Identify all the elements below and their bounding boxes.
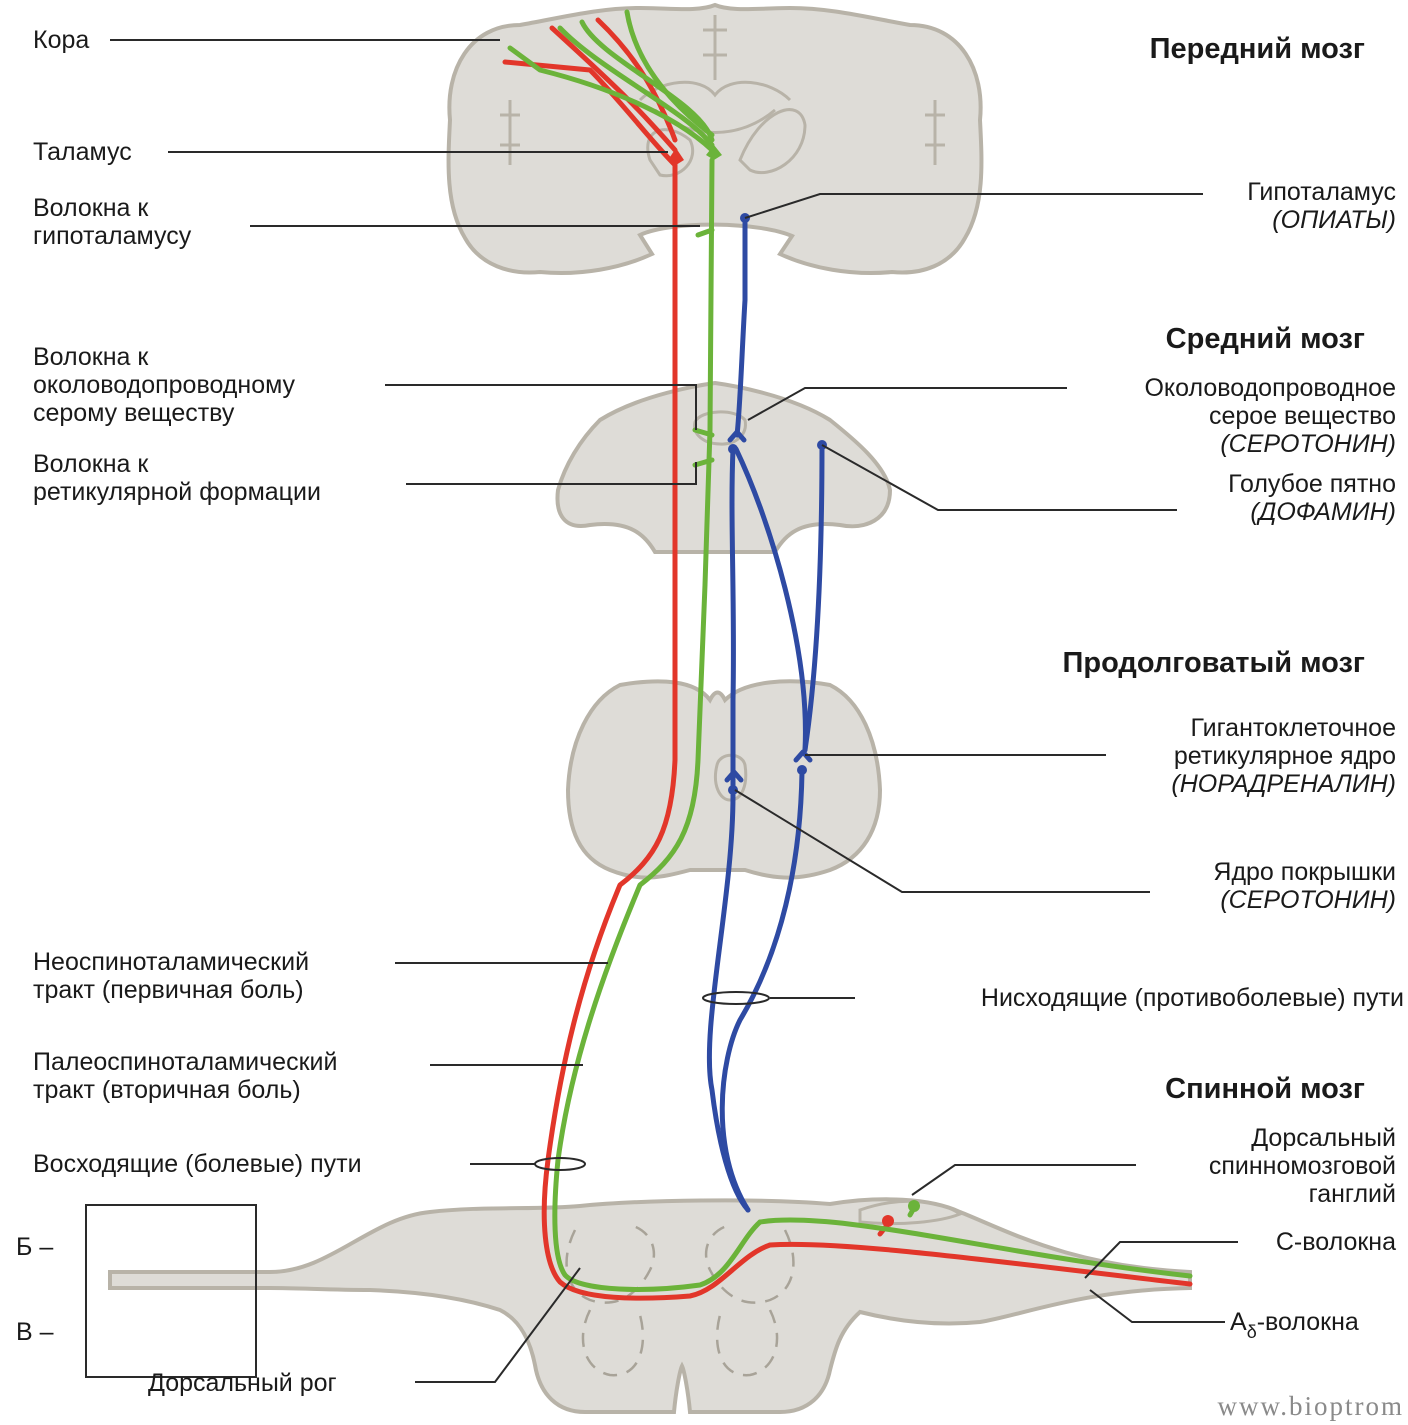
label-drg-3: ганглий [1309,1180,1396,1208]
label-raphe: Ядро покрышки [1213,858,1396,886]
heading-midbrain: Средний мозг [1166,323,1365,355]
label-paleospinothalamic-1: Палеоспиноталамический [33,1048,337,1076]
label-neospinothalamic-2: тракт (первичная боль) [33,976,304,1004]
label-marker-v: В – [16,1318,54,1346]
label-pag-fibers-3: серому веществу [33,399,235,427]
label-drg-2: спинномозговой [1209,1152,1396,1180]
label-hypothalamus: Гипоталамус [1247,178,1396,206]
medulla-section [568,681,880,877]
label-reticular-fibers-2: ретикулярной формации [33,478,321,506]
label-pag-fibers-1: Волокна к [33,343,149,371]
label-ascending: Восходящие (болевые) пути [33,1150,362,1178]
label-a-delta-rest: -волокна [1257,1308,1359,1336]
watermark: www.bioptrom [1218,1391,1405,1421]
label-locus: Голубое пятно [1228,470,1396,498]
label-c-fibers: С-волокна [1276,1228,1396,1256]
label-cortex: Кора [33,26,89,54]
label-a-delta-fibers: Aδ-волокна [1230,1308,1359,1342]
label-thalamus: Таламус [33,138,132,166]
label-a-delta-letter: A [1230,1308,1247,1336]
label-reticular-fibers-1: Волокна к [33,450,149,478]
label-drg-1: Дорсальный [1251,1124,1396,1152]
label-locus-mediator: (ДОФАМИН) [1250,498,1396,526]
label-hypothalamus-fibers-2: гипоталамусу [33,222,192,250]
label-paleospinothalamic-2: тракт (вторичная боль) [33,1076,301,1104]
label-pag-fibers-2: околоводопроводному [33,371,296,399]
label-hypothalamus-fibers-1: Волокна к [33,194,149,222]
midbrain-section [557,383,890,552]
label-giganto-1: Гигантоклеточное [1191,714,1397,742]
heading-spinal-cord: Спинной мозг [1165,1073,1365,1105]
heading-forebrain: Передний мозг [1150,33,1365,65]
label-pag-mediator: (СЕРОТОНИН) [1220,430,1396,458]
label-hypothalamus-mediator: (ОПИАТЫ) [1272,206,1396,234]
label-giganto-mediator: (НОРАДРЕНАЛИН) [1171,770,1396,798]
label-pag-1: Околоводопроводное [1144,374,1396,402]
label-raphe-mediator: (СЕРОТОНИН) [1220,886,1396,914]
roots-box [86,1205,256,1377]
forebrain-section [449,5,982,273]
label-marker-b: Б – [16,1233,53,1261]
label-giganto-2: ретикулярное ядро [1174,742,1396,770]
label-pag-2: серое вещество [1209,402,1396,430]
heading-medulla: Продолговатый мозг [1063,647,1365,679]
label-dorsal-horn: Дорсальный рог [148,1369,337,1397]
label-descending: Нисходящие (противоболевые) пути [981,984,1404,1012]
label-neospinothalamic-1: Неоспиноталамический [33,948,309,976]
label-a-delta-subscript: δ [1247,1322,1257,1342]
